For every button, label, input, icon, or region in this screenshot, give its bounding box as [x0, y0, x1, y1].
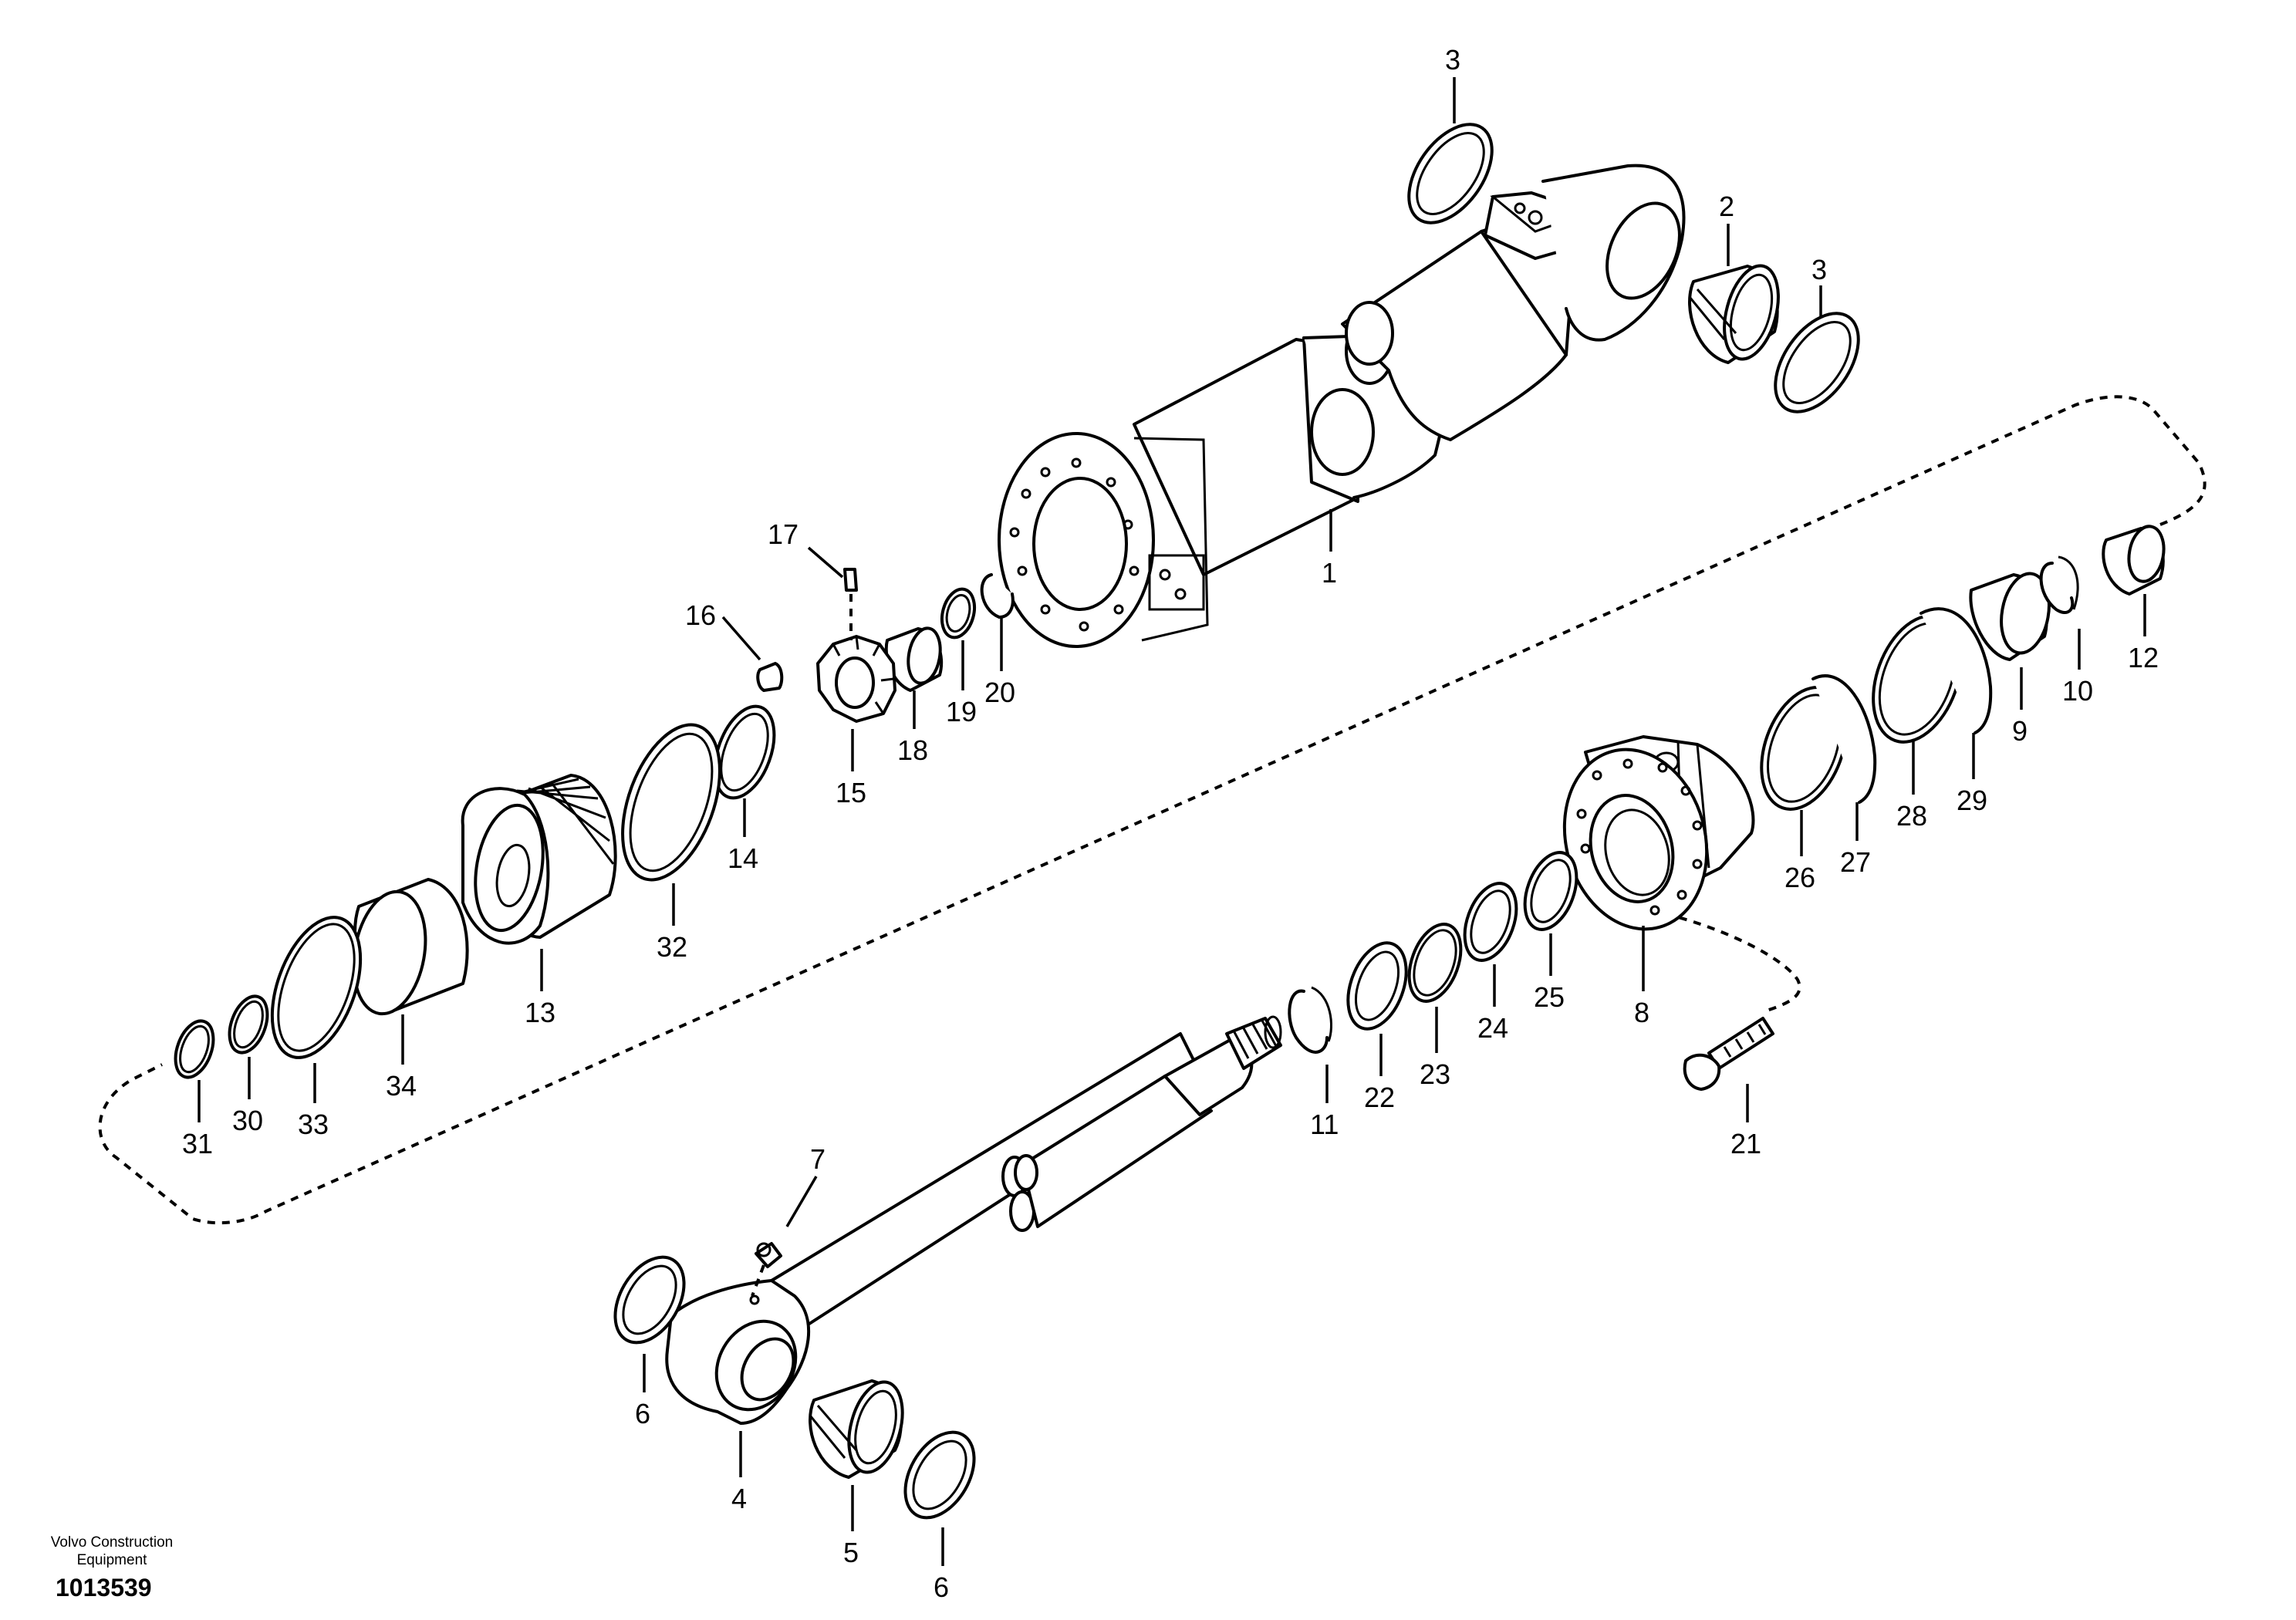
set-screw	[843, 568, 858, 640]
rod-dust-seal-right	[903, 1430, 976, 1520]
callout-22: 22	[1364, 1082, 1395, 1113]
cushion-collar	[2102, 525, 2166, 596]
callout-23: 23	[1420, 1058, 1450, 1090]
piston-seal-32	[621, 723, 721, 882]
piston-rod	[665, 1015, 1282, 1425]
callout-19: 19	[946, 696, 977, 727]
drawing-number: 1013539	[56, 1574, 152, 1601]
slide-ring-33	[270, 916, 363, 1059]
callout-17: 17	[768, 518, 799, 550]
callout-labels: 1 2 3 3 4 5 6 6 7 8 9 10 11 12 13 14 15 …	[182, 44, 2159, 1603]
callout-29: 29	[1957, 785, 1987, 816]
callout-14: 14	[728, 842, 758, 874]
callout-20: 20	[984, 677, 1015, 708]
callout-12: 12	[2128, 642, 2159, 673]
callout-30: 30	[232, 1105, 263, 1136]
head-bolt	[1683, 1017, 1774, 1091]
publisher-line-1: Volvo Construction	[50, 1534, 174, 1551]
dust-seal-right	[1774, 312, 1860, 413]
callout-13: 13	[525, 997, 555, 1028]
leader-lines	[198, 77, 2146, 1566]
bushing-24	[1463, 882, 1518, 962]
snap-ring-25	[1523, 851, 1578, 931]
callout-27: 27	[1840, 846, 1871, 878]
callout-26: 26	[1784, 862, 1815, 893]
callout-34: 34	[386, 1070, 417, 1102]
callout-18: 18	[897, 734, 928, 766]
piston	[461, 774, 617, 945]
rod-cover	[1562, 735, 1755, 931]
callout-32: 32	[657, 931, 687, 963]
callout-3-right: 3	[1811, 254, 1827, 285]
steel-ball	[756, 662, 784, 692]
callout-16: 16	[685, 599, 716, 631]
o-ring-31	[174, 1019, 215, 1079]
grease-nipple	[751, 1242, 782, 1297]
rod-seal-23	[1407, 923, 1463, 1003]
callout-1: 1	[1322, 557, 1337, 589]
wear-ring-14	[713, 704, 776, 800]
callout-5: 5	[843, 1537, 859, 1568]
snap-ring-20	[980, 573, 1015, 619]
slotted-nut	[816, 635, 896, 723]
callout-3-upper: 3	[1445, 44, 1460, 76]
publisher-line-2: Equipment	[76, 1552, 147, 1568]
bolt-guide-dashed	[1650, 909, 1801, 1012]
callout-9: 9	[2012, 715, 2028, 747]
publisher-caption: Volvo Construction Equipment	[31, 1534, 193, 1569]
buffer-ring-22	[1346, 941, 1408, 1031]
piston-ring-34	[352, 878, 469, 1016]
wire-ring-11	[1288, 986, 1332, 1054]
callout-24: 24	[1477, 1012, 1508, 1044]
callout-11: 11	[1310, 1109, 1339, 1140]
callout-6-left: 6	[635, 1398, 650, 1429]
cylinder-tube	[998, 164, 1686, 648]
callout-31: 31	[182, 1128, 213, 1159]
callout-15: 15	[836, 777, 866, 808]
callout-25: 25	[1534, 981, 1565, 1013]
cushion-sleeve	[1969, 572, 2051, 661]
callout-33: 33	[298, 1109, 329, 1140]
callout-21: 21	[1730, 1128, 1761, 1159]
callout-7: 7	[810, 1143, 826, 1175]
callout-2: 2	[1719, 191, 1734, 222]
callout-8: 8	[1634, 997, 1649, 1028]
callout-28: 28	[1896, 800, 1927, 832]
callout-10: 10	[2062, 675, 2093, 707]
snap-ring-10	[2039, 555, 2079, 614]
rod-dust-seal-left	[613, 1255, 686, 1345]
backup-ring-29	[1920, 607, 1993, 734]
assembly-boundary-dashed	[98, 395, 2207, 1225]
callout-6-right: 6	[934, 1571, 949, 1603]
callout-4: 4	[731, 1483, 747, 1514]
dust-seal-upper	[1407, 123, 1494, 224]
o-ring-30	[228, 994, 269, 1055]
ring-19	[940, 587, 977, 640]
rod-bushing	[809, 1379, 904, 1479]
cylinder-bushing	[1688, 264, 1780, 364]
backup-ring-27	[1811, 674, 1877, 804]
